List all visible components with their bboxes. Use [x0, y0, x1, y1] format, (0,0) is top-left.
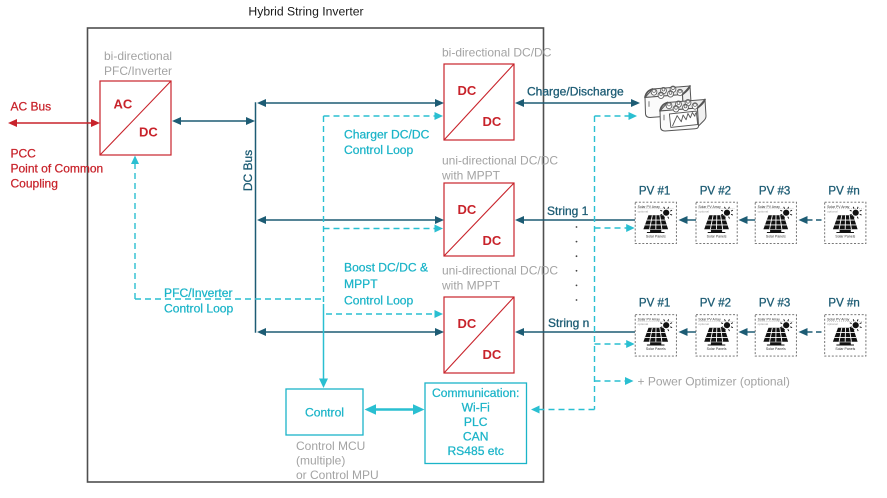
- svg-text:Coupling: Coupling: [11, 177, 58, 191]
- svg-text:PV #n: PV #n: [828, 186, 859, 198]
- svg-text:PV #1: PV #1: [639, 298, 670, 310]
- svg-text:Charger DC/DC: Charger DC/DC: [344, 128, 430, 142]
- svg-text:Control Loop: Control Loop: [164, 302, 234, 316]
- svg-text:optional: optional: [758, 322, 769, 326]
- svg-text:PV #n: PV #n: [828, 298, 859, 310]
- svg-text:Solar PV Array: Solar PV Array: [698, 317, 721, 321]
- svg-text:with MPPT: with MPPT: [441, 169, 501, 183]
- svg-text:Solar PV Array: Solar PV Array: [758, 317, 781, 321]
- svg-text:Point of Common: Point of Common: [11, 162, 104, 176]
- svg-text:optional: optional: [827, 210, 838, 214]
- svg-text:PV #3: PV #3: [759, 186, 790, 198]
- svg-text:bi-directional DC/DC: bi-directional DC/DC: [442, 46, 552, 60]
- svg-text:(multiple): (multiple): [296, 454, 345, 468]
- svg-text:Solar PV Array: Solar PV Array: [698, 205, 721, 209]
- svg-text:AC: AC: [114, 97, 133, 112]
- svg-text:PFC/Inverter: PFC/Inverter: [164, 286, 233, 300]
- svg-text:Charge/Discharge: Charge/Discharge: [527, 85, 624, 99]
- svg-text:Solar Panels: Solar Panels: [646, 234, 666, 238]
- svg-text:uni-directional DC/DC: uni-directional DC/DC: [442, 264, 558, 278]
- svg-text:String 1: String 1: [547, 204, 589, 218]
- svg-text:Control MCU: Control MCU: [296, 439, 365, 453]
- svg-text:Solar PV Array: Solar PV Array: [758, 205, 781, 209]
- svg-text:Solar Panels: Solar Panels: [766, 234, 786, 238]
- svg-text:PV #1: PV #1: [639, 186, 670, 198]
- svg-text:CAN: CAN: [463, 429, 489, 443]
- svg-text:optional: optional: [638, 322, 649, 326]
- svg-text:uni-directional DC/DC: uni-directional DC/DC: [442, 154, 558, 168]
- svg-text:optional: optional: [698, 322, 709, 326]
- svg-text:DC: DC: [483, 347, 502, 362]
- svg-text:+ Power Optimizer (optional): + Power Optimizer (optional): [638, 374, 790, 388]
- svg-text:Solar Panels: Solar Panels: [646, 347, 666, 351]
- svg-text:DC Bus: DC Bus: [241, 150, 255, 191]
- svg-text:Control Loop: Control Loop: [344, 294, 414, 308]
- svg-text:Solar PV Array: Solar PV Array: [638, 205, 661, 209]
- svg-text:RS485 etc: RS485 etc: [447, 444, 503, 458]
- svg-text:optional: optional: [638, 210, 649, 214]
- svg-text:DC: DC: [458, 316, 477, 331]
- svg-text:Solar PV Array: Solar PV Array: [638, 317, 661, 321]
- svg-text:Communication:: Communication:: [432, 386, 519, 400]
- svg-text:Solar Panels: Solar Panels: [766, 347, 786, 351]
- svg-text:with MPPT: with MPPT: [441, 279, 501, 293]
- svg-text:Solar Panels: Solar Panels: [707, 234, 727, 238]
- svg-text:DC: DC: [458, 83, 477, 98]
- svg-text:DC: DC: [483, 233, 502, 248]
- svg-text:Wi-Fi: Wi-Fi: [462, 400, 490, 414]
- svg-text:PCC: PCC: [11, 147, 37, 161]
- svg-text:optional: optional: [698, 210, 709, 214]
- svg-text:PLC: PLC: [464, 415, 488, 429]
- svg-text:Hybrid String Inverter: Hybrid String Inverter: [248, 5, 363, 19]
- svg-text:bi-directional: bi-directional: [104, 49, 172, 63]
- svg-text:Solar PV Array: Solar PV Array: [827, 205, 850, 209]
- svg-text:Control: Control: [305, 406, 344, 420]
- svg-text:String n: String n: [548, 316, 589, 330]
- svg-text:optional: optional: [827, 322, 838, 326]
- svg-text:DC: DC: [458, 202, 477, 217]
- svg-text:PV #2: PV #2: [700, 298, 731, 310]
- svg-text:AC Bus: AC Bus: [11, 100, 52, 114]
- svg-text:Boost DC/DC &: Boost DC/DC &: [344, 261, 428, 275]
- svg-text:Control Loop: Control Loop: [344, 143, 414, 157]
- svg-text:PFC/Inverter: PFC/Inverter: [104, 64, 172, 78]
- svg-text:optional: optional: [758, 210, 769, 214]
- svg-text:Solar Panels: Solar Panels: [835, 347, 855, 351]
- svg-text:Solar PV Array: Solar PV Array: [827, 317, 850, 321]
- svg-text:DC: DC: [483, 114, 502, 129]
- svg-text:Solar Panels: Solar Panels: [835, 234, 855, 238]
- svg-text:Solar Panels: Solar Panels: [707, 347, 727, 351]
- svg-text:or Control MPU: or Control MPU: [296, 468, 379, 482]
- svg-text:PV #2: PV #2: [700, 186, 731, 198]
- svg-text:DC: DC: [139, 125, 158, 140]
- svg-text:MPPT: MPPT: [344, 277, 378, 291]
- svg-text:PV #3: PV #3: [759, 298, 790, 310]
